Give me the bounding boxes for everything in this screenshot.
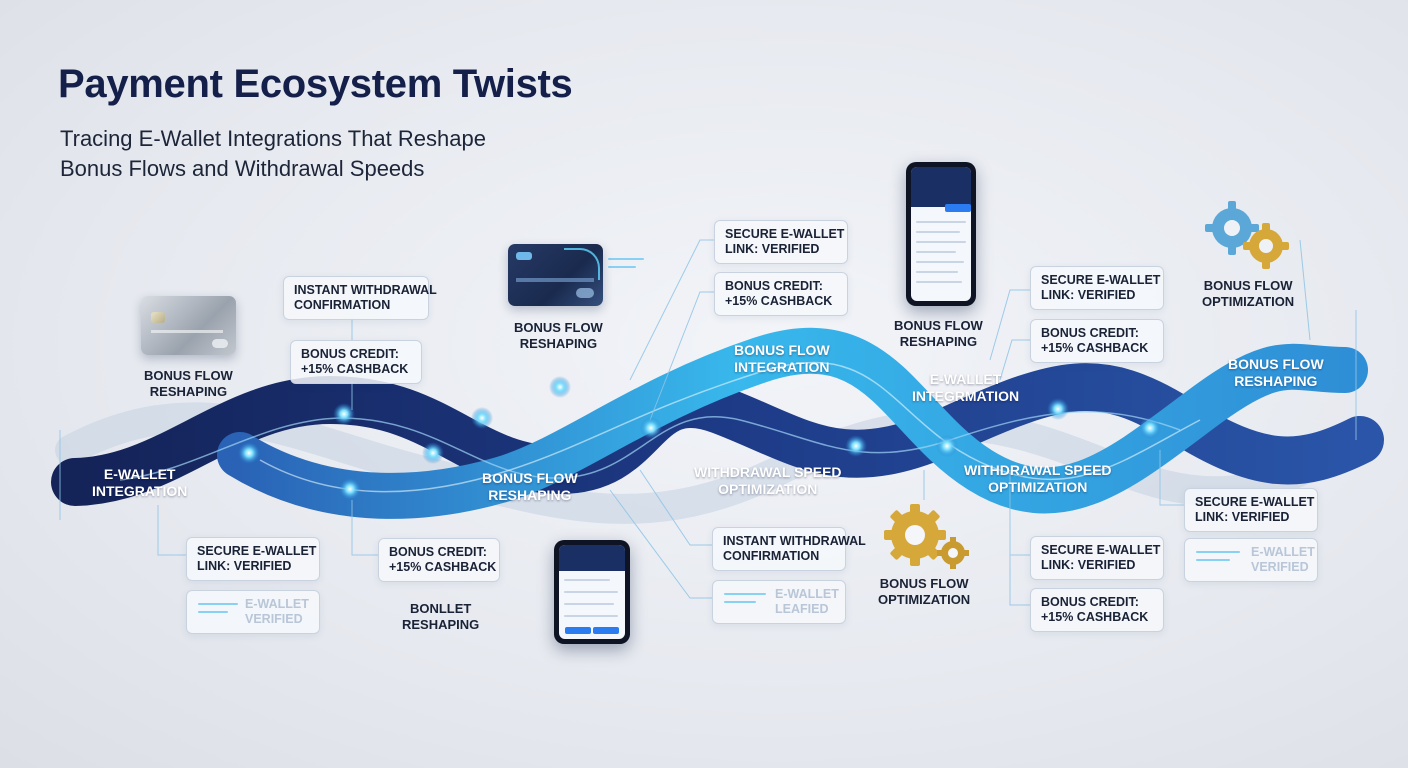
connector-line bbox=[1009, 520, 1030, 606]
glow-line bbox=[198, 603, 238, 605]
connector-line bbox=[989, 289, 1030, 361]
glow-line bbox=[608, 258, 644, 260]
glow-line bbox=[724, 593, 766, 595]
glow-node bbox=[1139, 417, 1161, 439]
node-group bbox=[238, 376, 1161, 500]
glow-node bbox=[549, 376, 571, 398]
info-box-bonus-credit: BONUS CREDIT:+15% CASHBACK bbox=[1030, 588, 1164, 632]
phone-button bbox=[593, 627, 619, 634]
glow-node bbox=[238, 442, 260, 464]
info-box-bonus-credit: BONUS CREDIT:+15% CASHBACK bbox=[714, 272, 848, 316]
glow-node bbox=[339, 478, 361, 500]
glow-line bbox=[608, 266, 636, 268]
glow-node bbox=[640, 417, 662, 439]
info-box-bonus-credit: BONUS CREDIT:+15% CASHBACK bbox=[290, 340, 422, 384]
connector-line bbox=[999, 339, 1030, 381]
glow-node bbox=[845, 435, 867, 457]
gears-icon-top bbox=[1205, 201, 1289, 269]
info-box-bonus-credit: BONUS CREDIT:+15% CASHBACK bbox=[1030, 319, 1164, 363]
phone-screen bbox=[559, 545, 625, 639]
connector-line bbox=[1299, 239, 1311, 341]
connector-line bbox=[649, 291, 714, 421]
ribbon-light bbox=[217, 327, 1368, 519]
glow-node bbox=[471, 407, 493, 429]
glow-line bbox=[724, 601, 756, 603]
connector-line bbox=[629, 239, 714, 381]
glow-line bbox=[1196, 559, 1230, 561]
connector-line bbox=[609, 489, 712, 599]
connector-line bbox=[351, 500, 378, 556]
smartphone-icon bbox=[906, 162, 976, 306]
phone-button bbox=[945, 204, 971, 212]
credit-card-icon bbox=[508, 244, 603, 306]
gears-icon bbox=[884, 504, 969, 569]
glow-line bbox=[1196, 551, 1240, 553]
glow-node bbox=[333, 403, 355, 425]
ribbon-strand-1 bbox=[119, 411, 1181, 481]
glow-line bbox=[198, 611, 228, 613]
phone-button bbox=[565, 627, 591, 634]
ribbon-strand-2 bbox=[259, 361, 1201, 493]
card-chip bbox=[151, 312, 165, 323]
credit-card-icon bbox=[141, 296, 236, 355]
glow-node bbox=[422, 442, 444, 464]
page-subtitle: Tracing E-Wallet Integrations That Resha… bbox=[60, 124, 486, 184]
connector-line bbox=[1159, 450, 1184, 506]
glow-node bbox=[936, 435, 958, 457]
connector-line bbox=[157, 505, 186, 556]
card-chip bbox=[516, 252, 532, 260]
phone-screen bbox=[911, 167, 971, 301]
glow-node bbox=[1047, 398, 1069, 420]
page-title: Payment Ecosystem Twists bbox=[58, 62, 573, 106]
connector-line bbox=[639, 469, 712, 546]
smartphone-icon bbox=[554, 540, 630, 644]
subtitle-line-2: Bonus Flows and Withdrawal Speeds bbox=[60, 156, 425, 181]
subtitle-line-1: Tracing E-Wallet Integrations That Resha… bbox=[60, 126, 486, 151]
info-box-bonus-credit: BONUS CREDIT:+15% CASHBACK bbox=[378, 538, 500, 582]
